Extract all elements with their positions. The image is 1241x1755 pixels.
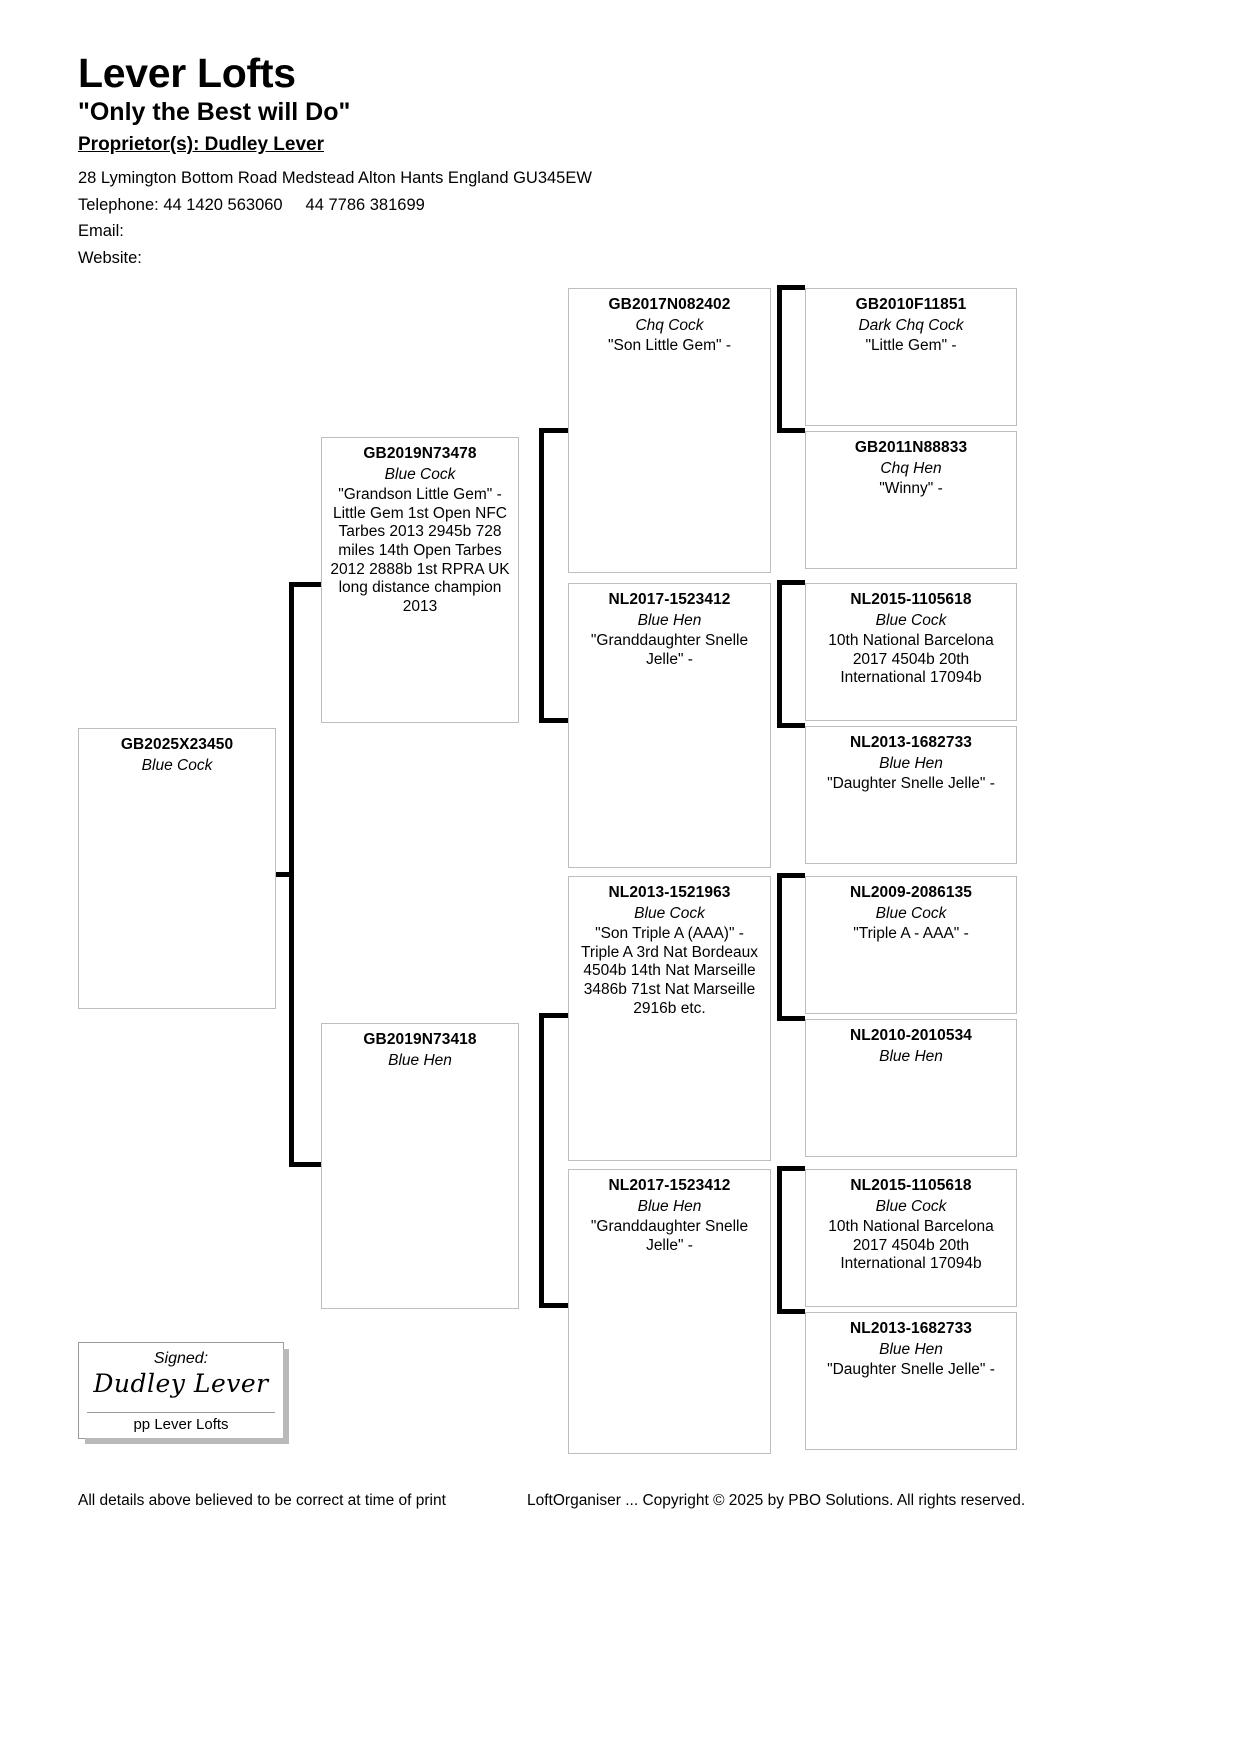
connector-horizontal-ds-dam (777, 1016, 805, 1021)
connector-horizontal-dam (289, 1162, 321, 1167)
performance-notes: "Son Little Gem" - (608, 337, 731, 355)
email-line: Email: (78, 222, 124, 241)
connector-horizontal-dd (539, 1303, 569, 1308)
ring-number: GB2019N73478 (363, 445, 477, 462)
connector-vertical-dd (777, 1166, 782, 1314)
connector-vertical-ds (777, 873, 782, 1021)
ring-number: GB2011N88833 (854, 439, 968, 456)
connector-horizontal-sd-dam (777, 723, 805, 728)
pedigree-box-dam-sire-sire[interactable]: NL2009-2086135 Blue Cock "Triple A - AAA… (805, 876, 1017, 1014)
pedigree-box-dam[interactable]: GB2019N73418 Blue Hen (321, 1023, 519, 1309)
colour-sex: Blue Cock (875, 611, 947, 629)
ring-number: GB2017N082402 (608, 296, 731, 313)
loft-name: Lever Lofts (78, 50, 296, 96)
pedigree-box-dam-sire-dam[interactable]: NL2010-2010534 Blue Hen (805, 1019, 1017, 1157)
pedigree-box-sire-sire-dam[interactable]: GB2011N88833 Chq Hen "Winny" - (805, 431, 1017, 569)
pedigree-box-dam-dam-sire[interactable]: NL2015-1105618 Blue Cock 10th National B… (805, 1169, 1017, 1307)
ring-number: GB2025X23450 (120, 736, 234, 753)
performance-notes: "Triple A - AAA" - (853, 925, 969, 943)
connector-horizontal-sd (539, 718, 569, 723)
performance-notes: "Daughter Snelle Jelle" - (827, 1361, 995, 1379)
connector-horizontal-ss (539, 428, 569, 433)
ring-number: NL2013-1521963 (608, 884, 731, 901)
pedigree-box-sire-sire[interactable]: GB2017N082402 Chq Cock "Son Little Gem" … (568, 288, 771, 573)
connector-vertical-dam (539, 1013, 544, 1308)
connector-horizontal-ss-sire (777, 285, 805, 290)
signature-rule (87, 1412, 275, 1413)
footer-disclaimer: All details above believed to be correct… (78, 1492, 446, 1509)
telephone-line: Telephone: 44 1420 563060 44 7786 381699 (78, 195, 425, 214)
connector-horizontal-sire (289, 582, 321, 587)
performance-notes: "Winny" - (879, 480, 943, 498)
colour-sex: Blue Cock (141, 756, 213, 774)
footer-copyright: LoftOrganiser ... Copyright © 2025 by PB… (527, 1492, 1026, 1509)
connector-vertical-sd (777, 580, 782, 728)
performance-notes: "Granddaughter Snelle Jelle" - (590, 1218, 749, 1254)
pedigree-box-dam-dam[interactable]: NL2017-1523412 Blue Hen "Granddaughter S… (568, 1169, 771, 1454)
signature-pp: pp Lever Lofts (133, 1416, 229, 1433)
performance-notes: "Grandson Little Gem" - Little Gem 1st O… (330, 486, 510, 615)
colour-sex: Blue Cock (875, 1197, 947, 1215)
pedigree-box-dam-dam-dam[interactable]: NL2013-1682733 Blue Hen "Daughter Snelle… (805, 1312, 1017, 1450)
pedigree-box-sire-sire-sire[interactable]: GB2010F11851 Dark Chq Cock "Little Gem" … (805, 288, 1017, 426)
pedigree-box-sire-dam-dam[interactable]: NL2013-1682733 Blue Hen "Daughter Snelle… (805, 726, 1017, 864)
colour-sex: Blue Hen (637, 1197, 702, 1215)
ring-number: NL2017-1523412 (608, 591, 731, 608)
colour-sex: Blue Hen (637, 611, 702, 629)
performance-notes: "Daughter Snelle Jelle" - (827, 775, 995, 793)
ring-number: NL2013-1682733 (849, 1320, 973, 1337)
connector-vertical-sire (539, 428, 544, 723)
connector-horizontal-ds (539, 1013, 569, 1018)
performance-notes: "Granddaughter Snelle Jelle" - (590, 632, 749, 668)
performance-notes: 10th National Barcelona 2017 4504b 20th … (828, 1218, 994, 1273)
ring-number: NL2015-1105618 (850, 591, 972, 608)
colour-sex: Blue Hen (879, 754, 943, 772)
ring-number: NL2013-1682733 (849, 734, 973, 751)
pedigree-box-sire[interactable]: GB2019N73478 Blue Cock "Grandson Little … (321, 437, 519, 723)
ring-number: NL2015-1105618 (850, 1177, 972, 1194)
colour-sex: Chq Hen (880, 459, 942, 477)
connector-vertical-ss (777, 285, 782, 433)
colour-sex: Blue Cock (634, 904, 705, 922)
pedigree-box-sire-dam-sire[interactable]: NL2015-1105618 Blue Cock 10th National B… (805, 583, 1017, 721)
signature-block: Signed: Dudley Lever pp Lever Lofts (78, 1342, 289, 1444)
signature-script: Dudley Lever (93, 1369, 269, 1398)
performance-notes: "Son Triple A (AAA)" - Triple A 3rd Nat … (581, 925, 758, 1017)
colour-sex: Dark Chq Cock (858, 316, 964, 334)
colour-sex: Blue Hen (879, 1340, 943, 1358)
pedigree-box-subject[interactable]: GB2025X23450 Blue Cock (78, 728, 276, 1009)
colour-sex: Blue Hen (388, 1051, 452, 1069)
connector-horizontal-subject (270, 872, 294, 877)
connector-horizontal-dd-dam (777, 1309, 805, 1314)
loft-header: Lever Lofts "Only the Best will Do" Prop… (78, 50, 978, 272)
connector-horizontal-dd-sire (777, 1166, 805, 1171)
performance-notes: "Little Gem" - (865, 337, 957, 355)
address-line: 28 Lymington Bottom Road Medstead Alton … (78, 168, 592, 187)
colour-sex: Blue Cock (875, 904, 947, 922)
pedigree-box-dam-sire[interactable]: NL2013-1521963 Blue Cock "Son Triple A (… (568, 876, 771, 1161)
connector-horizontal-ss-dam (777, 428, 805, 433)
website-line: Website: (78, 249, 142, 268)
proprietor-line: Proprietor(s): Dudley Lever (78, 133, 324, 155)
ring-number: GB2010F11851 (855, 296, 967, 313)
loft-motto: "Only the Best will Do" (78, 98, 351, 127)
colour-sex: Blue Cock (384, 465, 456, 483)
ring-number: GB2019N73418 (363, 1031, 477, 1048)
pedigree-box-sire-dam[interactable]: NL2017-1523412 Blue Hen "Granddaughter S… (568, 583, 771, 868)
performance-notes: 10th National Barcelona 2017 4504b 20th … (828, 632, 994, 687)
colour-sex: Chq Cock (635, 316, 704, 334)
signed-label: Signed: (153, 1350, 209, 1367)
connector-horizontal-ds-sire (777, 873, 805, 878)
colour-sex: Blue Hen (879, 1047, 943, 1065)
connector-horizontal-sd-sire (777, 580, 805, 585)
ring-number: NL2017-1523412 (608, 1177, 731, 1194)
ring-number: NL2009-2086135 (849, 884, 973, 901)
ring-number: NL2010-2010534 (849, 1027, 973, 1044)
